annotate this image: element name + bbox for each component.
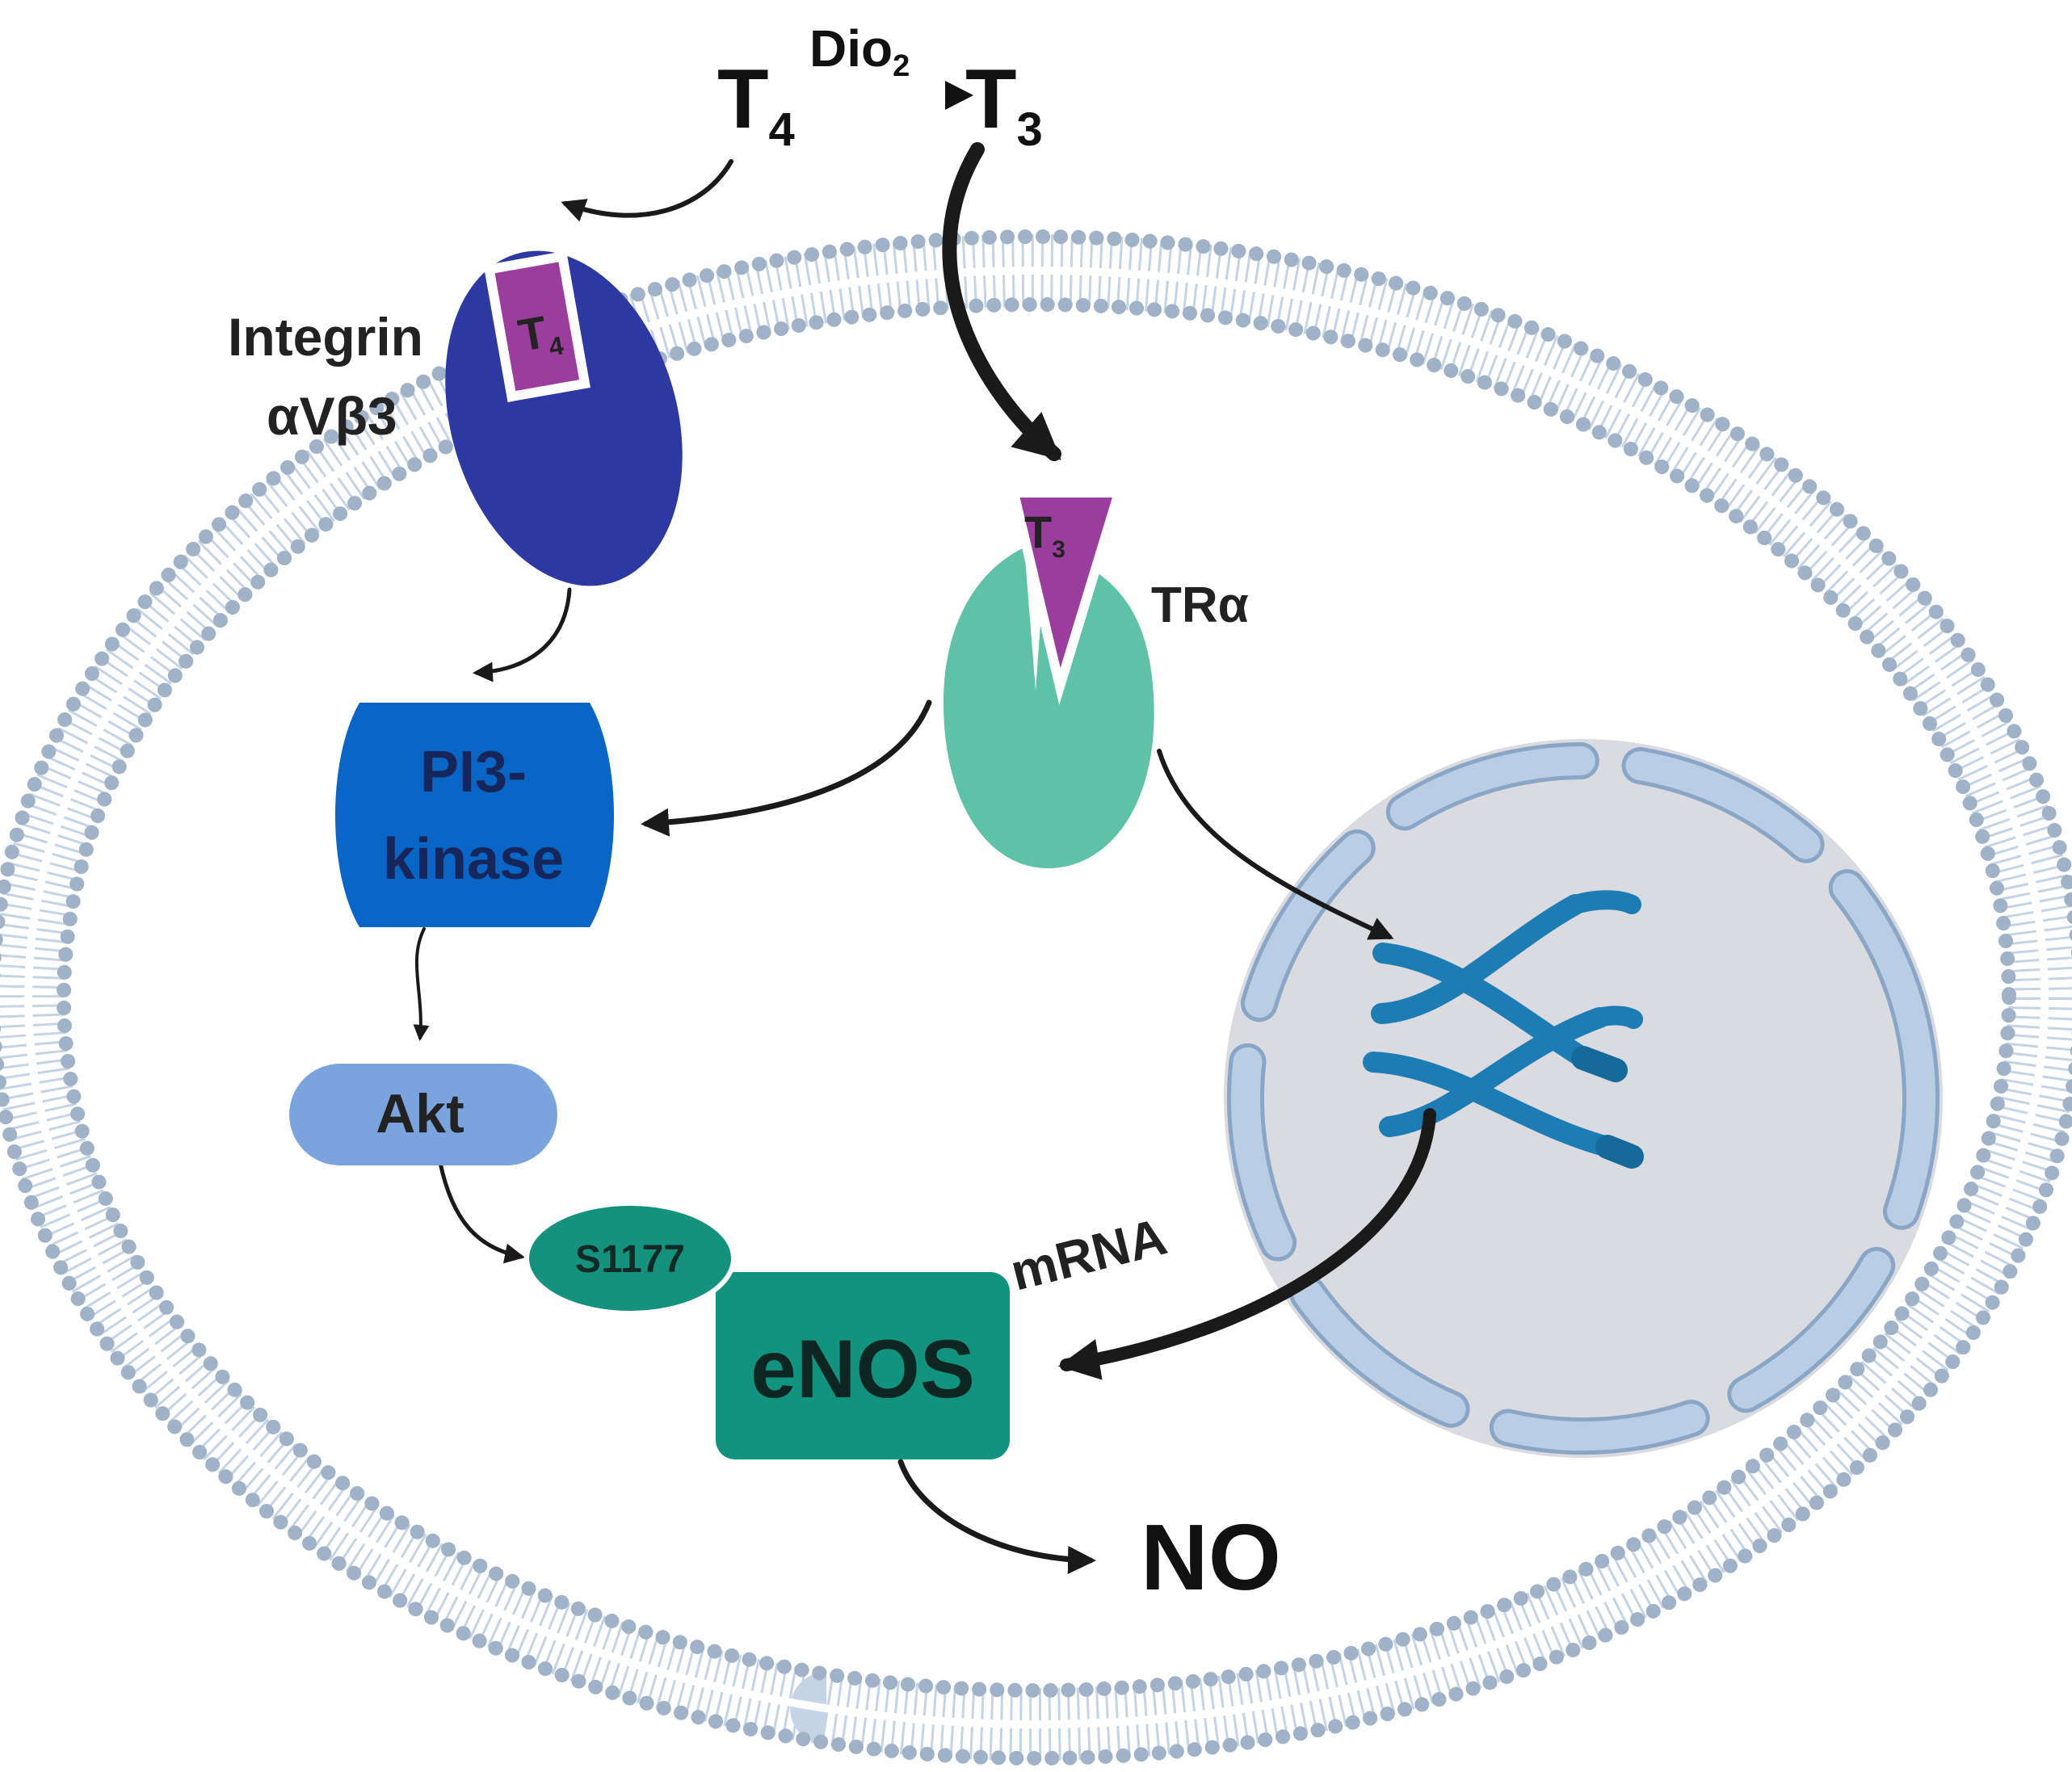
dio2-label: Dio	[809, 19, 893, 78]
tra-t3-tag	[1007, 488, 1126, 705]
pi3k-label-line1: PI3-	[420, 740, 527, 804]
t4-to-integrin-arrow	[561, 159, 733, 222]
akt-node	[289, 1064, 557, 1165]
s1177-site	[524, 1201, 736, 1316]
t3-label: T	[965, 52, 1017, 146]
integrin-to-pi3k-arrow	[473, 587, 572, 682]
tra-tag-sub: 3	[1052, 536, 1065, 563]
t4-label: T	[717, 52, 769, 146]
dio2-subscript: 2	[893, 49, 910, 83]
pi3k-to-akt-arrow	[413, 927, 430, 1041]
tra-tag-base: T	[1024, 506, 1052, 557]
mrna-arrow	[1057, 1108, 1436, 1380]
tra-receptor: T3	[944, 488, 1154, 868]
svg-text:T3: T3	[965, 52, 1043, 156]
s1177-label: S1177	[575, 1238, 685, 1281]
cell-membrane-icon	[0, 229, 2072, 1766]
tra-to-nucleus-arrow	[1157, 749, 1394, 940]
pi3k-label-line2: kinase	[383, 827, 564, 892]
t3-to-tra-arrow	[942, 142, 1061, 461]
nucleus-icon	[1224, 739, 1943, 1458]
pi3k-node	[335, 703, 614, 927]
integrin-label-line2: αVβ3	[267, 386, 397, 446]
integrin-t4-tag	[483, 250, 590, 402]
svg-text:T3: T3	[1024, 506, 1065, 563]
enos-to-no-arrow	[897, 1459, 1096, 1574]
svg-text:Dio2: Dio2	[809, 19, 910, 83]
integrin-label-line1: Integrin	[228, 307, 423, 367]
svg-text:T4: T4	[717, 52, 795, 156]
tra-label: TRα	[1151, 577, 1249, 633]
integrin-receptor: T4	[445, 250, 683, 586]
no-label: NO	[1141, 1505, 1281, 1610]
integrin-tag-sub: 4	[547, 330, 566, 362]
mrna-label: mRNA	[1005, 1207, 1172, 1301]
enos-label: eNOS	[750, 1323, 975, 1415]
t3-subscript: 3	[1017, 103, 1043, 156]
t4-subscript: 4	[769, 103, 795, 156]
enos-node	[716, 1272, 1010, 1459]
akt-to-s1177-arrow	[438, 1161, 525, 1264]
dio2-arrowhead	[945, 81, 973, 110]
dna-icon	[1363, 890, 1644, 1169]
akt-label: Akt	[376, 1083, 464, 1144]
tra-to-pi3k-arrow	[641, 699, 932, 837]
